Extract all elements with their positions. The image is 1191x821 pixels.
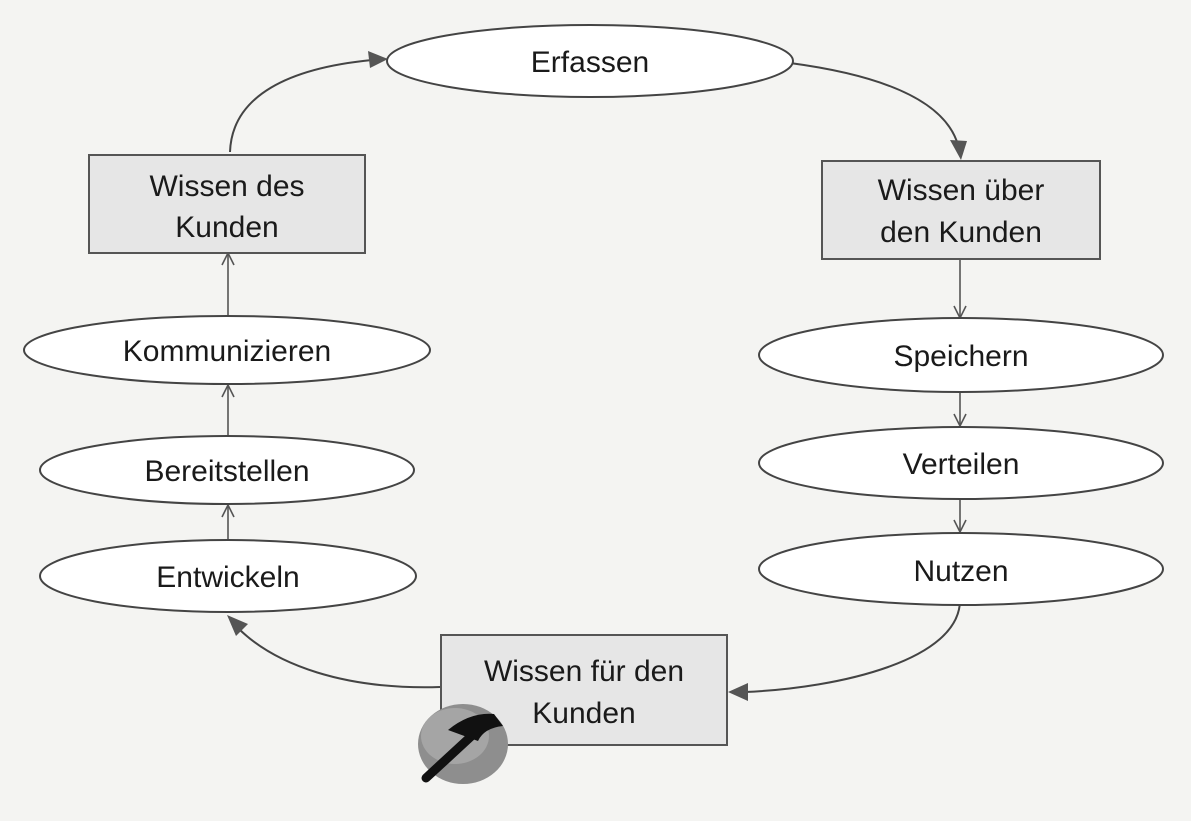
node-wissen-ueber-line2: den Kunden xyxy=(880,216,1042,249)
node-nutzen: Nutzen xyxy=(758,532,1164,606)
node-verteilen-label: Verteilen xyxy=(903,448,1020,481)
node-kommunizieren: Kommunizieren xyxy=(23,315,431,385)
arrow-wissen-des-to-erfassen xyxy=(229,59,373,153)
node-wissen-ueber-den-kunden: Wissen über den Kunden xyxy=(821,160,1101,260)
node-nutzen-label: Nutzen xyxy=(913,555,1008,588)
arrowhead-wissen-ueber xyxy=(950,140,967,160)
node-speichern: Speichern xyxy=(758,317,1164,393)
node-kommunizieren-label: Kommunizieren xyxy=(123,335,331,368)
node-wissen-des-line2: Kunden xyxy=(175,211,278,244)
node-wissen-fuer-line1: Wissen für den xyxy=(484,655,684,688)
node-bereitstellen: Bereitstellen xyxy=(39,435,415,505)
arrow-nutzen-to-wissen-fuer xyxy=(744,599,961,693)
arrow-wissen-fuer-to-entwickeln xyxy=(237,627,441,689)
arrowhead-kommunizieren xyxy=(221,383,235,398)
arrow-erfassen-to-wissen-ueber xyxy=(789,62,959,146)
node-wissen-fuer-line2: Kunden xyxy=(532,697,635,730)
arrowhead-erfassen xyxy=(368,51,388,68)
node-entwickeln-label: Entwickeln xyxy=(156,561,299,594)
node-wissen-fuer-den-kunden: Wissen für den Kunden xyxy=(440,634,728,746)
arrowhead-entwickeln xyxy=(227,615,248,636)
node-erfassen: Erfassen xyxy=(386,24,794,98)
arrowhead-bereitstellen xyxy=(221,503,235,518)
node-bereitstellen-label: Bereitstellen xyxy=(144,455,309,488)
arrowhead-nutzen xyxy=(953,519,967,534)
node-wissen-des-kunden: Wissen des Kunden xyxy=(88,154,366,254)
node-verteilen: Verteilen xyxy=(758,426,1164,500)
node-wissen-ueber-line1: Wissen über xyxy=(878,174,1045,207)
arrowhead-verteilen xyxy=(953,413,967,428)
node-entwickeln: Entwickeln xyxy=(39,539,417,613)
arrowhead-wissen-fuer xyxy=(728,683,748,701)
hammer-icon xyxy=(418,704,508,784)
node-speichern-label: Speichern xyxy=(893,340,1028,373)
node-erfassen-label: Erfassen xyxy=(531,46,649,79)
node-wissen-des-line1: Wissen des xyxy=(149,170,304,203)
